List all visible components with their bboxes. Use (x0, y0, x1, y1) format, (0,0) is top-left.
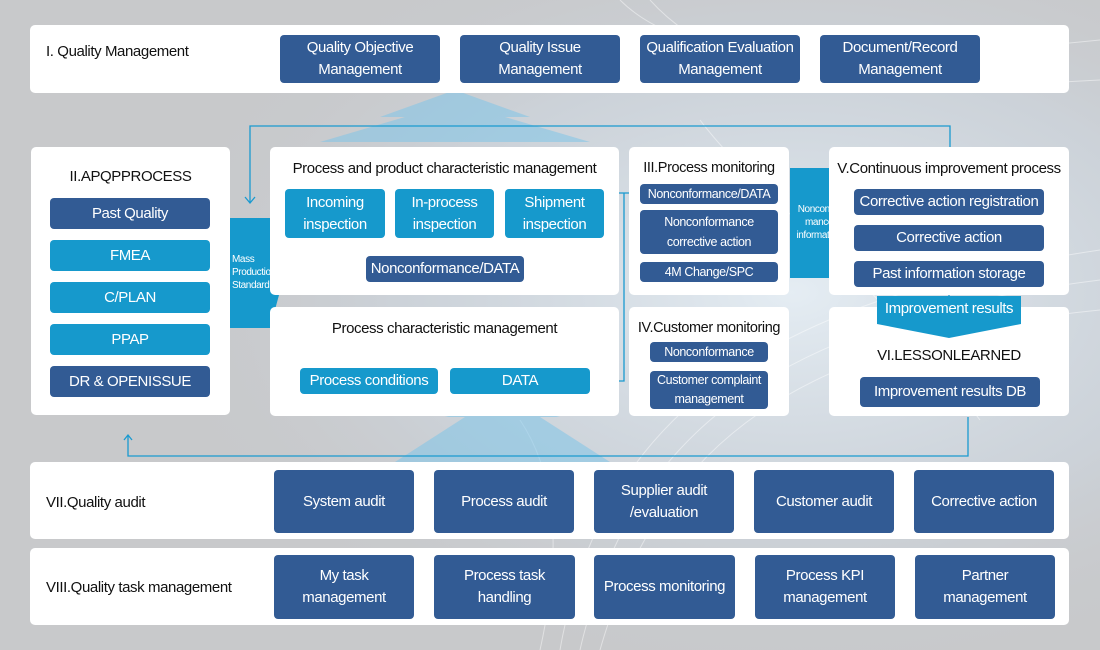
corrective-action-button[interactable]: Corrective action (854, 225, 1044, 251)
quality-issue-button[interactable]: Quality Issue Management (460, 35, 620, 83)
data-button[interactable]: DATA (450, 368, 590, 394)
section-apqp-title: II.APQPPROCESS (69, 168, 192, 185)
partner-management-button[interactable]: Partner management (915, 555, 1055, 619)
process-task-handling-button[interactable]: Process task handling (434, 555, 575, 619)
supplier-audit-button[interactable]: Supplier audit /evaluation (594, 470, 734, 533)
upward-arrow-top (320, 90, 590, 142)
mass-production-label: Mass Production Standard (232, 254, 276, 291)
quality-objective-button[interactable]: Quality Objective Management (280, 35, 440, 83)
process-kpi-management-button[interactable]: Process KPI management (755, 555, 895, 619)
past-information-storage-button[interactable]: Past information storage (854, 261, 1044, 287)
past-quality-button[interactable]: Past Quality (50, 198, 210, 229)
nonconformance-info-label: Nonconfor mance information (796, 204, 842, 241)
corrective-action-registration-button[interactable]: Corrective action registration (854, 189, 1044, 215)
pm-nonconformance-data-button[interactable]: Nonconformance/DATA (640, 184, 778, 204)
ppap-button[interactable]: PPAP (50, 324, 210, 355)
quality-task-management-title: VIII.Quality task management (46, 579, 232, 596)
improvement-results-banner (877, 296, 1021, 338)
fmea-button[interactable]: FMEA (50, 240, 210, 271)
customer-monitoring-title: IV.Customer monitoring (637, 320, 781, 336)
bottom-feedback-arrowhead (123, 433, 133, 441)
document-record-button[interactable]: Document/Record Management (820, 35, 980, 83)
inprocess-inspection-button[interactable]: In-process inspection (395, 189, 494, 238)
improvement-results-db-button[interactable]: Improvement results DB (860, 377, 1040, 407)
top-feedback-arrowhead (244, 196, 256, 205)
system-audit-button[interactable]: System audit (274, 470, 414, 533)
process-characteristic-title: Process characteristic management (331, 320, 558, 337)
product-characteristic-title: Process and product characteristic manag… (292, 160, 597, 177)
nc-corrective-action-button[interactable]: Nonconformance corrective action (640, 210, 778, 254)
nonconformance-data-button[interactable]: Nonconformance/DATA (366, 256, 524, 282)
cplan-button[interactable]: C/PLAN (50, 282, 210, 313)
quality-audit-title: VII.Quality audit (46, 494, 146, 511)
bottom-feedback-line (127, 417, 969, 457)
process-conditions-button[interactable]: Process conditions (300, 368, 438, 394)
process-monitoring-title: III.Process monitoring (643, 160, 775, 176)
dr-openissue-button[interactable]: DR & OPENISSUE (50, 366, 210, 397)
lesson-learned-title: VI.LESSONLEARNED (877, 347, 1021, 364)
section-quality-management-title: I. Quality Management (46, 43, 189, 60)
4m-change-spc-button[interactable]: 4M Change/SPC (640, 262, 778, 282)
process-audit-button[interactable]: Process audit (434, 470, 574, 533)
customer-complaint-button[interactable]: Customer complaint management (650, 371, 768, 409)
qualification-evaluation-button[interactable]: Qualification Evaluation Management (640, 35, 800, 83)
customer-audit-button[interactable]: Customer audit (754, 470, 894, 533)
process-monitoring-task-button[interactable]: Process monitoring (594, 555, 735, 619)
customer-nonconformance-button[interactable]: Nonconformance (650, 342, 768, 362)
shipment-inspection-button[interactable]: Shipment inspection (505, 189, 604, 238)
section-process-characteristic (270, 307, 619, 416)
audit-corrective-action-button[interactable]: Corrective action (914, 470, 1054, 533)
my-task-management-button[interactable]: My task management (274, 555, 414, 619)
continuous-improvement-title: V.Continuous improvement process (837, 160, 1061, 177)
improvement-results-label: Improvement results (884, 300, 1014, 317)
incoming-inspection-button[interactable]: Incoming inspection (285, 189, 385, 238)
